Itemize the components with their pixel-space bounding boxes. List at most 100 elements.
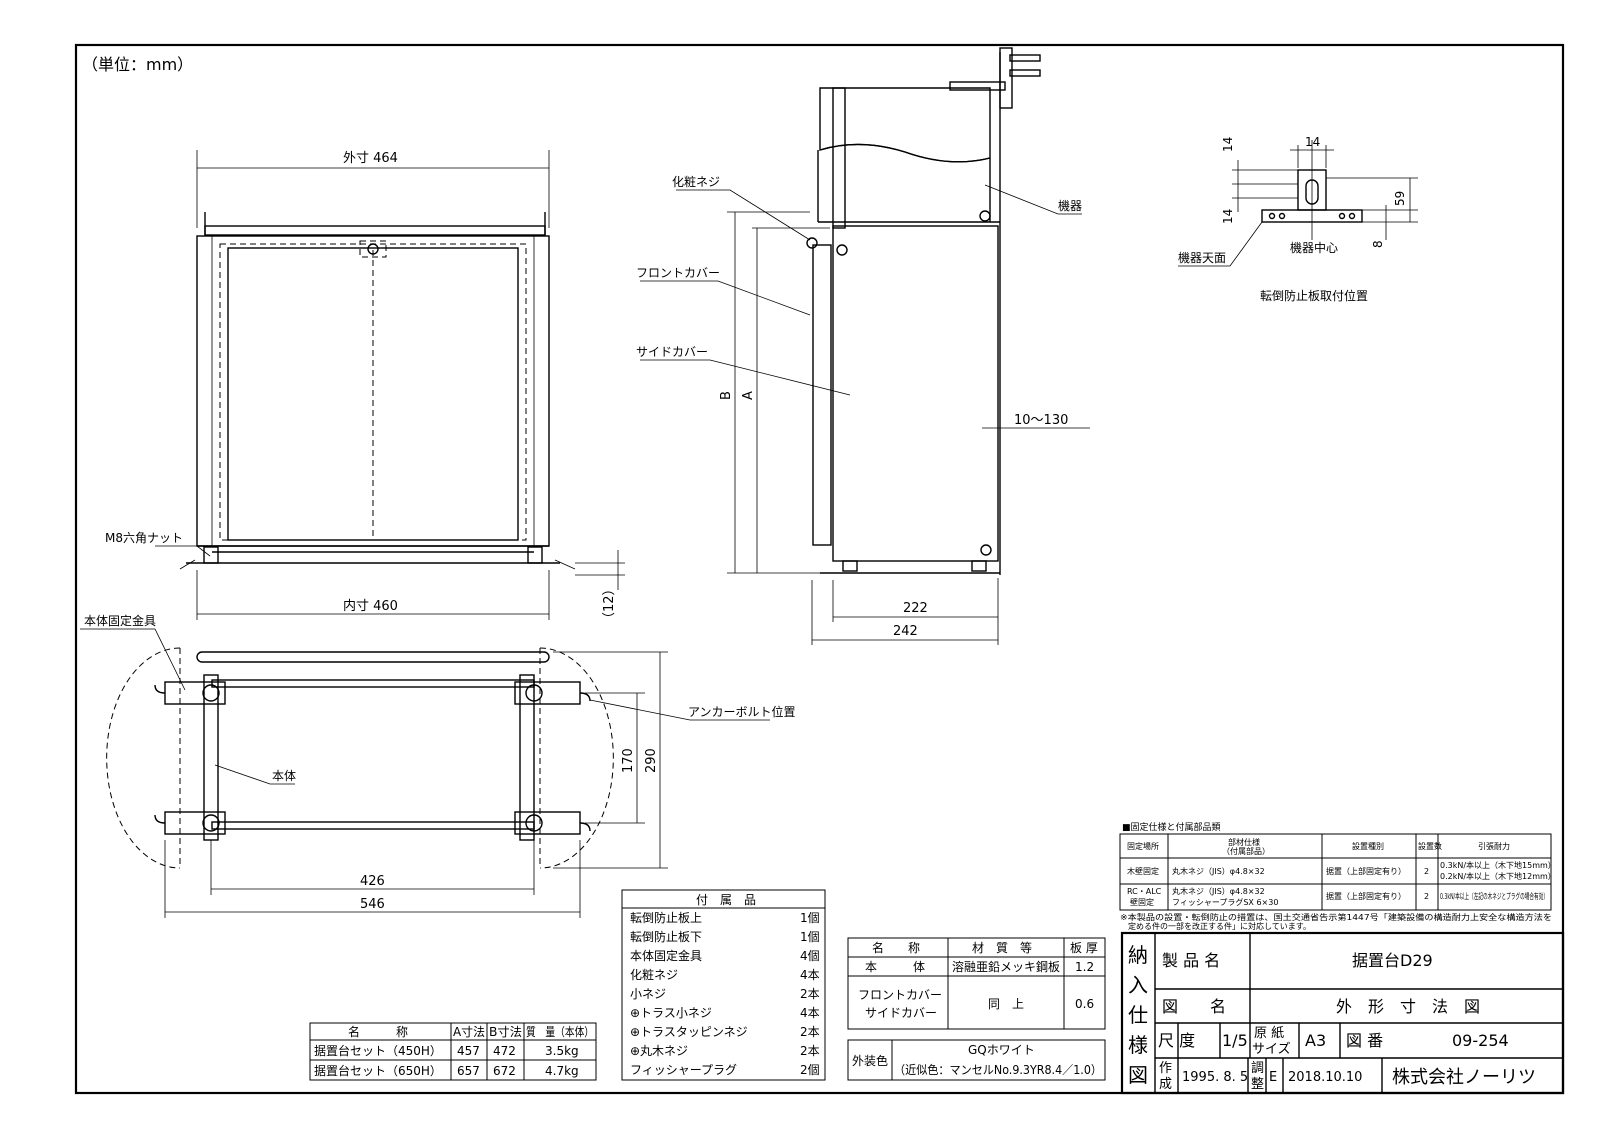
fx-r1-force2: 0.2kN/本以上（木下地12mm） [1440,871,1556,881]
tb-rev: E [1269,1070,1277,1085]
accessory-qty: 4本 [800,1006,820,1020]
acc-title: 付 属 品 [696,893,756,907]
sz-r2-b: 672 [493,1064,516,1078]
tip-plate-detail: 14 14 14 59 8 機器天面 機器中心 転倒防止板取付位置 [1178,135,1418,303]
accessory-qty: 2個 [800,1063,820,1077]
bracket-label: 本体固定金具 [84,613,156,628]
mat-color-value1: GQホワイト [968,1043,1035,1057]
mat-color-value2: （近似色：マンセルNo.9.3YR8.4／1.0） [894,1063,1102,1077]
mat-r1-thickness: 1.2 [1075,960,1094,974]
tb-made-label2: 成 [1159,1077,1172,1092]
mat-r2-name2: サイドカバー [865,1006,937,1020]
tb-number-value: 09-254 [1452,1031,1509,1050]
fx-h-count: 設置数 [1418,841,1442,851]
tb-adj-label2: 整 [1251,1077,1264,1092]
accessory-qty: 1個 [800,930,820,944]
sz-r1-mass: 3.5kg [545,1044,579,1058]
tb-product-value: 据置台D29 [1352,951,1433,970]
accessory-name: 小ネジ [630,987,666,1001]
mat-r2-name1: フロントカバー [858,988,942,1002]
tb-paper-value: A3 [1305,1031,1326,1050]
tp-dim-14-top: 14 [1305,135,1320,149]
sz-r2-name: 据置台セット（650H） [314,1063,442,1078]
fx-r2-kind: 据置（上部固定有り） [1326,891,1406,901]
tb-side-0: 納 [1128,943,1148,967]
tb-scale-value: 1/5 [1222,1031,1248,1050]
fixing-table: ■固定仕様と付属部品類 固定場所 部材仕様 （付属部品） 設置種別 設置数 引張… [1119,821,1556,931]
accessory-name: フィッシャープラグ [630,1063,737,1077]
accessory-name: 化粧ネジ [630,968,678,982]
mat-r1-material: 溶融亜鉛メッキ鋼板 [952,959,1060,974]
mat-h-thickness: 板 厚 [1070,941,1098,955]
fx-h-place: 固定場所 [1127,841,1159,851]
device-label: 機器 [1058,198,1082,213]
accessory-name: ⊕トラス小ネジ [630,1006,712,1020]
fx-r2-place: RC・ALC [1127,887,1162,896]
tb-adj-label1: 調 [1251,1061,1264,1076]
tb-paper-label2: サイズ [1252,1041,1291,1057]
dim-290: 290 [644,748,659,773]
fx-r2-count: 2 [1424,892,1429,901]
accessory-qty: 2本 [800,987,820,1001]
fx-r2-place2: 壁固定 [1130,897,1154,907]
tb-product-label: 製 品 名 [1162,951,1220,970]
tb-drawing-value: 外 形 寸 法 図 [1336,997,1480,1016]
dim-222: 222 [903,601,928,616]
side-view: 化粧ネジ フロントカバー サイドカバー 機器 B A 10～130 222 24… [636,47,1090,645]
tp-title: 転倒防止板取付位置 [1260,288,1368,303]
accessory-name: ⊕トラスタッピンネジ [630,1025,748,1039]
accessory-qty: 4本 [800,968,820,982]
tb-made-date: 1995. 8. 5 [1182,1070,1248,1085]
fx-r1-kind: 据置（上部固定有り） [1326,866,1406,876]
fx-note1: ※本製品の設置・転倒防止の措置は、国土交通省告示第1447号「建築設備の構造耐力… [1120,912,1552,922]
sz-r2-a: 657 [457,1064,480,1078]
fx-note2: 定める件の一部を改正する件」に対応しています。 [1120,921,1311,931]
fx-r1-force1: 0.3kN/本以上（木下地15mm） [1440,860,1556,870]
dim-range: 10～130 [1014,413,1068,428]
anchor-label: アンカーボルト位置 [688,704,796,719]
dim-b: B [719,391,734,400]
mat-r2-thickness: 0.6 [1075,997,1094,1011]
title-block: 納 入 仕 様 図 製 品 名 据置台D29 図 名 外 形 寸 法 図 尺 度… [1120,931,1565,1095]
mat-r1-name: 本 体 [865,960,925,974]
sz-h-a: A寸法 [453,1025,485,1039]
front-view: M8六角ナット 外寸 464 内寸 460 （12） [105,150,625,625]
dim-170: 170 [621,748,636,773]
accessory-name: ⊕丸木ネジ [630,1044,688,1058]
tp-dim-14-left: 14 [1221,137,1235,152]
fx-h-spec: 部材仕様 [1228,837,1260,847]
dim-546: 546 [360,897,385,912]
fx-r1-place: 木壁固定 [1127,866,1159,876]
tp-dim-14-left2: 14 [1221,209,1235,224]
accessory-name: 本体固定金具 [630,948,702,963]
sz-h-mass: 質 量（本体） [526,1024,594,1039]
accessory-name: 転倒防止板下 [630,929,702,944]
tb-drawing-label: 図 名 [1162,997,1226,1016]
tb-side-1: 入 [1128,973,1148,997]
sz-r1-name: 据置台セット（450H） [314,1043,442,1058]
dim-426: 426 [360,874,385,889]
fx-r2-spec2: フィッシャープラグSX 6×30 [1172,897,1278,907]
tb-made-label1: 作 [1159,1061,1172,1076]
side-cover-label: サイドカバー [636,345,708,359]
mat-r2-material: 同 上 [988,997,1024,1011]
sz-h-b: B寸法 [489,1025,522,1039]
body-label: 本体 [272,769,296,783]
mat-h-name: 名 称 [872,940,920,955]
fx-r2-spec1: 丸木ネジ（JIS）φ4.8×32 [1172,886,1265,896]
accessory-name: 転倒防止板上 [630,910,702,925]
dim-242: 242 [893,624,918,639]
gap-dim: （12） [602,582,617,625]
tp-dim-8: 8 [1371,240,1385,248]
fixing-caption: ■固定仕様と付属部品類 [1122,821,1221,833]
front-cover-label: フロントカバー [636,266,720,280]
sz-r2-mass: 4.7kg [545,1064,579,1078]
plan-view: 本体固定金具 アンカーボルト位置 本体 170 290 426 546 [80,613,796,918]
outer-dim: 外寸 464 [343,151,398,166]
tb-adj-date: 2018.10.10 [1288,1070,1362,1085]
nut-label: M8六角ナット [105,531,183,545]
tp-dim-59: 59 [1393,191,1407,206]
accessory-qty: 2本 [800,1044,820,1058]
fx-r2-force1: 0.3kN/本以上（左記の木ネジとプラグの場合有効） [1440,891,1548,901]
